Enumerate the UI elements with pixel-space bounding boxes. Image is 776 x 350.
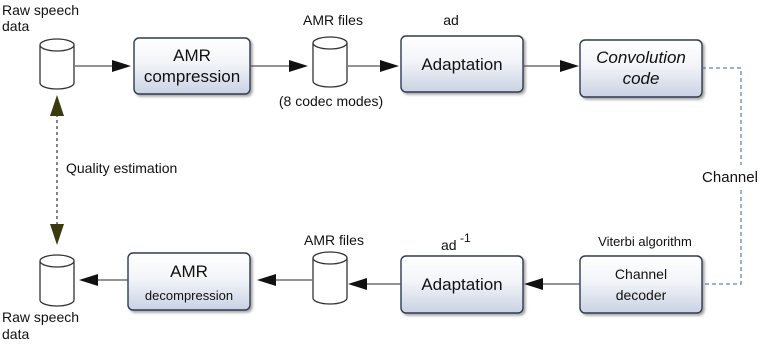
raw-speech-label-bottom-line1: Raw speech — [2, 309, 79, 325]
amr-files-label-top: AMR files — [303, 12, 363, 28]
raw-speech-cylinder-bottom — [39, 254, 75, 307]
channel-label-bg — [694, 165, 768, 187]
quality-arrowhead-up — [50, 95, 64, 116]
amr-decompression-label-line2: decompression — [145, 288, 233, 303]
amr-decompression-label-line1: AMR — [170, 262, 208, 281]
amr-compression-box: AMR compression — [133, 37, 251, 95]
arrowhead-decoder-to-adaptation — [524, 278, 543, 290]
channel-decoder-label-line1: Channel — [615, 266, 667, 282]
amr-files-label-bottom: AMR files — [304, 232, 364, 248]
convolution-label-line2: code — [623, 69, 660, 88]
channel-label: Channel — [702, 169, 758, 186]
arrowhead-adaptation-to-files — [348, 278, 367, 290]
viterbi-label: Viterbi algorithm — [598, 234, 692, 249]
arrowhead-compression-to-files — [289, 60, 308, 72]
amr-compression-label-line1: AMR — [173, 46, 211, 65]
convolution-label-line1: Convolution — [596, 48, 686, 67]
ad-label-bottom: ad — [441, 237, 457, 253]
amr-decompression-box: AMR decompression — [127, 252, 251, 311]
raw-speech-cylinder-top — [39, 38, 75, 90]
adaptation-box-top: Adaptation — [400, 35, 524, 93]
arrowhead-files-to-decompression — [257, 274, 276, 286]
codec-modes-label: (8 codec modes) — [279, 93, 383, 109]
channel-decoder-box: Channel decoder — [579, 255, 703, 314]
raw-speech-label-bottom-line2: data — [2, 326, 29, 342]
quality-arrowhead-down — [50, 224, 64, 245]
raw-speech-label-top-line1: Raw speech — [2, 2, 79, 18]
arrowhead-raw-to-compression — [112, 60, 131, 72]
amr-files-cylinder-top — [312, 36, 348, 88]
adaptation-label-bottom: Adaptation — [421, 275, 502, 294]
adaptation-label-top: Adaptation — [421, 55, 502, 74]
quality-estimation-label: Quality estimation — [66, 160, 177, 176]
ad-label-top: ad — [443, 12, 459, 28]
amr-files-cylinder-bottom — [312, 251, 348, 305]
arrowhead-files-to-adaptation — [380, 60, 399, 72]
ad-inverse-exponent: -1 — [460, 231, 471, 245]
raw-speech-label-top-line2: data — [2, 18, 29, 34]
adaptation-box-bottom: Adaptation — [400, 255, 524, 314]
channel-decoder-label-line2: decoder — [616, 287, 667, 303]
amr-compression-label-line2: compression — [144, 67, 240, 86]
arrowhead-decompression-to-raw — [79, 274, 98, 286]
arrowhead-adaptation-to-convolution — [560, 60, 579, 72]
convolution-code-box: Convolution code — [579, 39, 703, 98]
